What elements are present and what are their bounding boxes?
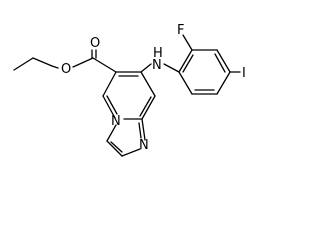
bridgehead-nitrogen-label: N [111,114,121,129]
ester-oxygen-label: O [61,62,71,77]
bond-ethyl-ch3 [13,57,34,71]
bond-ar-c4-c5 [216,71,231,95]
bond-ar-c6-c1 [178,71,193,95]
bond-ar-c3-c4 [216,49,231,73]
bond-imid-c3-c2 [106,140,123,157]
bond-o-carbonyl [72,57,94,68]
bond-imid-c3-c2-inner [110,141,123,153]
bond-ethyl-ch2 [32,57,53,67]
atom-labels: O O N H F I N N [61,23,246,153]
bond-pyr-c8-c8a [141,95,156,120]
carbonyl-oxygen-label: O [90,36,100,51]
bond-imid-c2-n1 [121,148,141,157]
bond-imid-n1-c8a [141,118,146,141]
fluorine-label: F [177,23,184,38]
bond-nh-aryl [163,63,180,73]
bond-ar-c1-c2-inner [182,54,194,73]
bond-pyr-c5-n4 [102,95,116,119]
bond-carbonyl-ring [92,57,117,73]
bond-pyr-c5-n4-inner [106,95,118,115]
molecule-structure: O O N H F I N N [13,23,246,157]
amine-nitrogen-label: N [152,58,162,73]
bond-pyr-c8-c8a-inner [139,96,152,117]
amine-hydrogen-label: H [153,46,163,61]
bond-ar-f [182,34,193,51]
iodine-label: I [242,66,246,81]
bond-ar-c1-c2 [178,49,193,73]
bond-pyr-c6-c5 [102,71,117,97]
bond-imid-n1-c8a-inner [138,122,142,139]
bond-imid-n4-c3 [106,124,117,142]
bond-ch2-o [51,65,59,69]
imidazole-nitrogen-label: N [139,138,149,153]
bonds [13,34,241,157]
bond-c7-nh [140,63,152,73]
bond-pyr-c7-c8 [140,71,156,97]
bond-ar-c3-c4-inner [214,53,226,73]
